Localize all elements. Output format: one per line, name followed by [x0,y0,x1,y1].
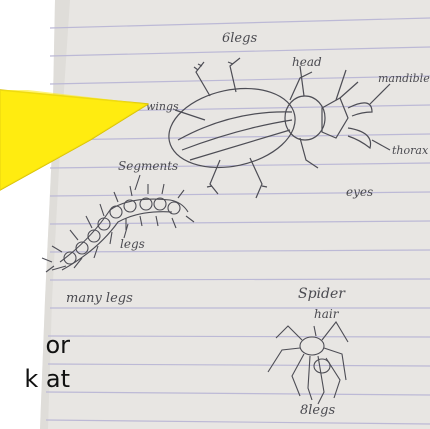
label-segments: Segments [118,159,178,173]
label-mandible: mandible [378,72,430,85]
label-wings: wings [146,100,179,113]
caption-line-2: k at [0,363,70,395]
label-many-legs: many legs [66,291,133,306]
label-thorax: thorax [392,144,429,157]
label-head: head [292,55,322,69]
label-eight-legs: 8legs [300,403,335,418]
caption-line-1: or [0,329,70,361]
label-legs: legs [120,237,145,251]
label-six-legs: 6legs [222,31,257,46]
label-eyes: eyes [346,185,373,199]
label-hair: hair [314,307,340,321]
notebook-paper [40,0,430,429]
label-spider: Spider [298,286,346,302]
